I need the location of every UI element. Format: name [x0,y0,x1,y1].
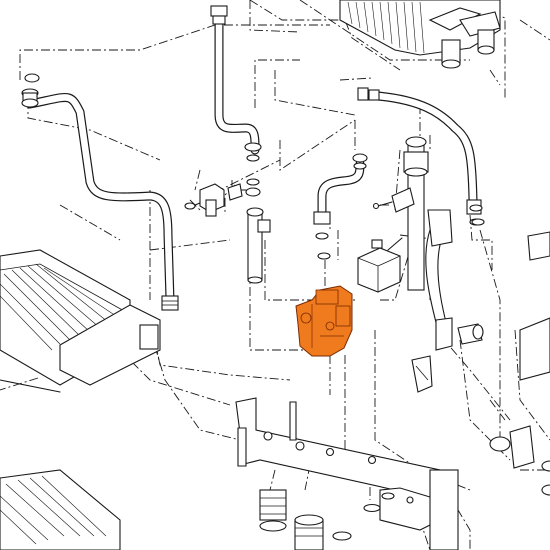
heat-exchanger [339,0,501,69]
vertical-supply-tube [403,136,453,393]
isolating-valve [184,183,243,217]
long-bent-pipe [25,92,175,305]
burner-assembly [0,249,161,393]
pipe-end-fitting [161,295,179,311]
middle-vertical-pipe [245,178,271,284]
inlet-fitting-left [259,489,287,532]
right-pump-part [457,231,550,496]
gas-inlet-pipe [313,153,368,260]
ignition-unit [357,237,403,293]
electrode-sensor [372,187,415,213]
right-upper-pipe [357,87,483,226]
gas-valve[interactable] [295,285,353,357]
inlet-fitting-right [294,514,324,550]
s-bend-pipe [210,5,262,162]
side-clip [469,204,485,226]
washer-small [332,492,395,541]
burner-bar-lower [0,469,121,550]
pipe-nut-top-left [21,73,40,108]
mounting-bracket [235,397,459,550]
